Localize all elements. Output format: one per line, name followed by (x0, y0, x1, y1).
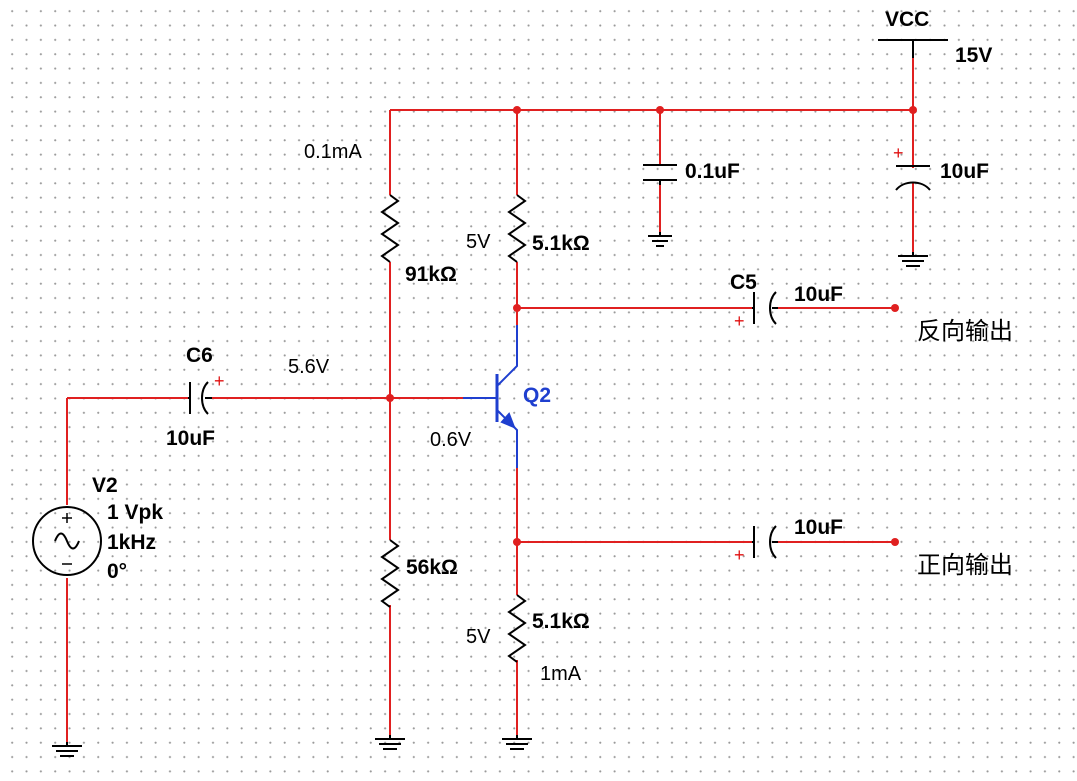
source-frequency: 1kHz (107, 531, 157, 554)
c6-value: 10uF (166, 427, 216, 450)
rc-value: 5.1kΩ (532, 232, 590, 255)
output-inverting-label: 反向输出 (917, 317, 1013, 345)
rc-voltage-annotation: 5V (466, 231, 491, 253)
resistor-r2 (380, 539, 400, 608)
output-terminal (891, 538, 899, 546)
ground-icon (52, 742, 82, 757)
q2-name: Q2 (523, 384, 552, 407)
junction-dot (513, 304, 521, 312)
source-name: V2 (92, 474, 118, 497)
output-terminal (891, 304, 899, 312)
vcc-label: VCC (885, 8, 930, 31)
polarity-plus-sign: + (893, 143, 904, 163)
junction-dot (513, 538, 521, 546)
capacitor-c6-plate2 (201, 381, 209, 415)
vcc-value: 15V (955, 44, 993, 67)
polarity-plus-sign: + (734, 545, 745, 565)
resistor-re (507, 594, 527, 663)
ac-source-symbol (32, 506, 102, 576)
ground-icon (502, 735, 532, 750)
junctions (386, 106, 917, 546)
polarity-plus-sign: + (734, 311, 745, 331)
capacitor-cout2-plate2 (769, 525, 777, 559)
ground-icon (648, 232, 672, 247)
source-amplitude: 1 Vpk (107, 501, 164, 524)
wires (66, 40, 914, 742)
re-value: 5.1kΩ (532, 610, 590, 633)
be-voltage-annotation: 0.6V (430, 429, 472, 451)
output-noninverting-label: 正向输出 (917, 551, 1013, 579)
source-phase: 0° (107, 560, 128, 583)
ac-source-sine (54, 532, 80, 550)
junction-dot (656, 106, 664, 114)
cap-bypass-10u-value: 10uF (940, 160, 990, 183)
r1-value: 91kΩ (405, 263, 457, 286)
re-current-annotation: 1mA (540, 663, 582, 685)
polarity-plus-sign: + (214, 371, 225, 391)
cap-bypass-0p1-value: 0.1uF (685, 160, 740, 183)
c5-name: C5 (730, 271, 757, 294)
resistor-rc (507, 194, 527, 263)
re-voltage-annotation: 5V (466, 626, 491, 648)
ground-icon (375, 735, 405, 750)
capacitor-c5-plate2 (769, 291, 777, 325)
ground-icon (898, 252, 928, 267)
resistor-r1 (380, 194, 400, 263)
c5-value: 10uF (794, 283, 844, 306)
junction-dot (909, 106, 917, 114)
base-voltage-annotation: 5.6V (288, 356, 330, 378)
junction-dot (386, 394, 394, 402)
c6-name: C6 (186, 344, 213, 367)
r2-value: 56kΩ (406, 556, 458, 579)
r1-current-annotation: 0.1mA (304, 141, 362, 163)
junction-dot (513, 106, 521, 114)
capacitor-bypass-10u-plate2 (895, 181, 931, 191)
npn-transistor-q2 (463, 325, 518, 468)
cout2-value: 10uF (794, 516, 844, 539)
